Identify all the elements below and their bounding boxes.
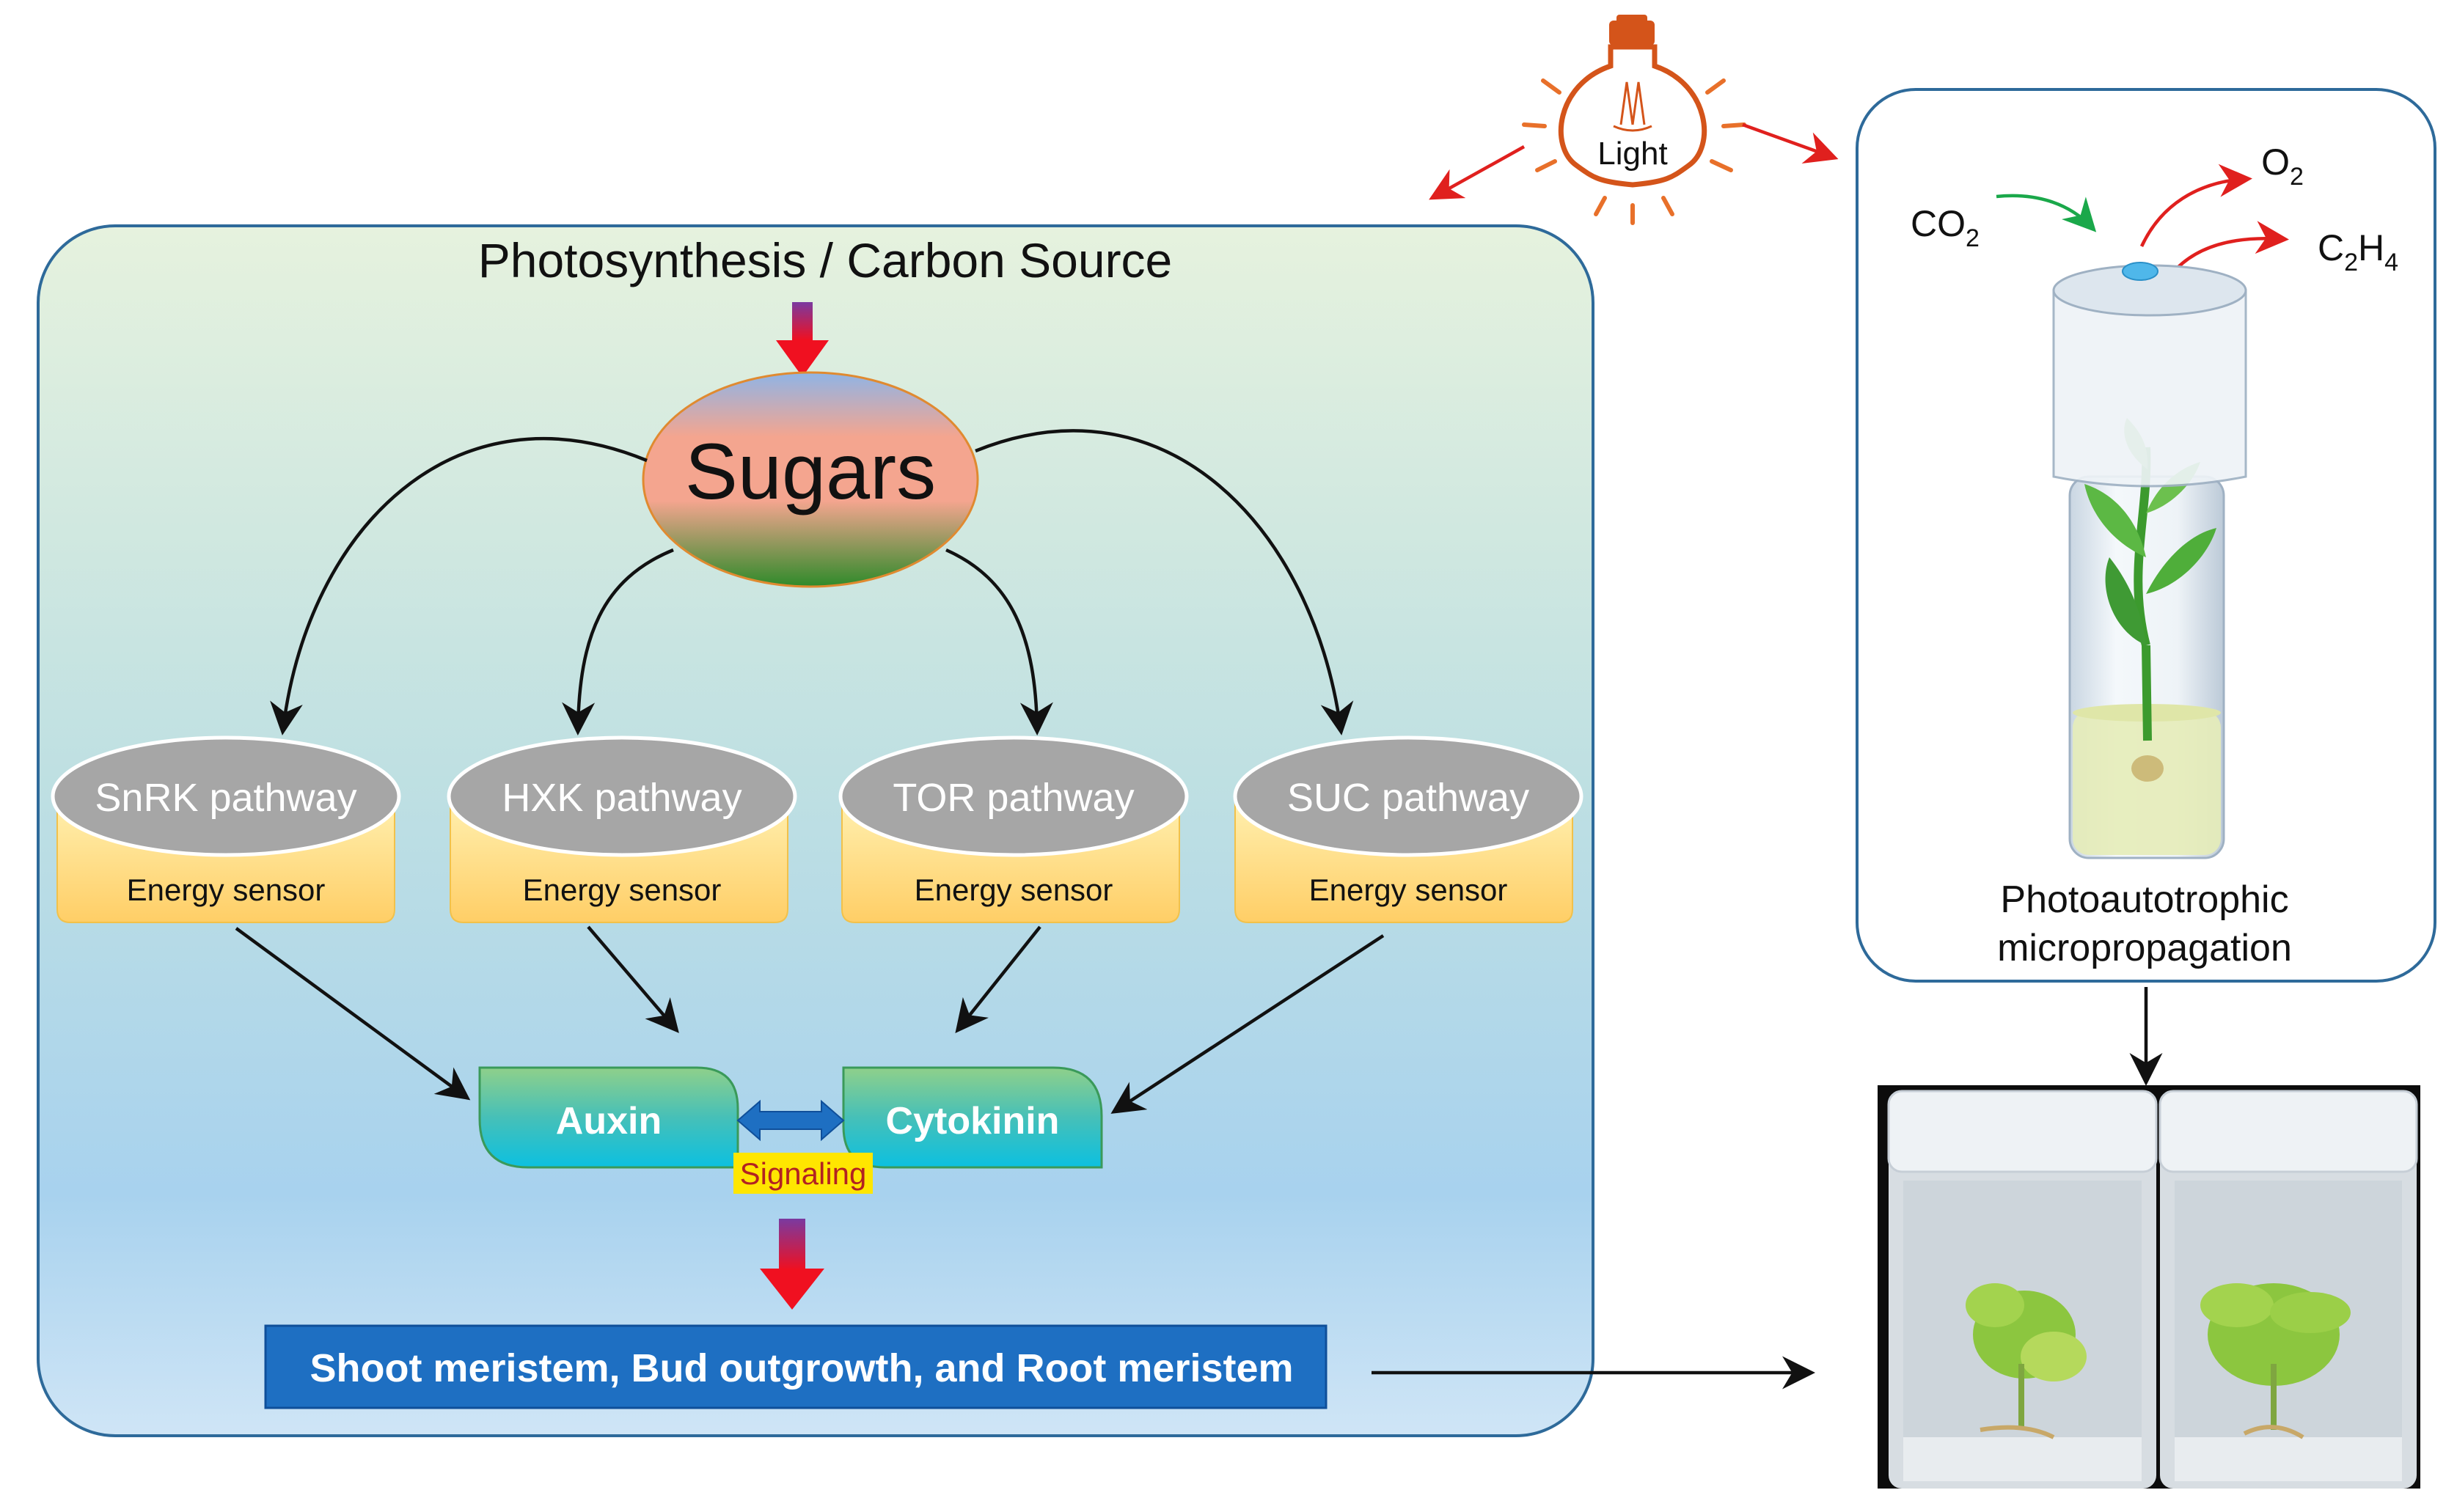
carbon-to-sugar-arrow [776,302,829,377]
c2h4-s1: 2 [2344,249,2358,276]
light-arrow-left [1429,145,1526,200]
co2-base: CO [1911,203,1966,244]
pathway-tor: TOR pathway Energy sensor [838,735,1189,923]
pathway-name: HXK pathway [502,776,742,820]
outcome-label: Shoot meristem, Bud outgrowth, and Root … [310,1346,1293,1390]
sugars-hub [642,371,979,588]
arrow-tor-to-cytokinin [955,925,1041,1034]
auxin-label: Auxin [556,1100,662,1142]
co2-sub: 2 [1966,224,1980,252]
auxin-box: Auxin [478,1066,739,1169]
culture-tube-icon [2052,262,2247,859]
pathway-name: SUC pathway [1287,776,1529,820]
cytokinin-box: Cytokinin [842,1066,1103,1169]
hormone-to-outcome-arrow [760,1219,824,1310]
arrow-sugar-to-snrk [270,437,648,735]
pathway-name: TOR pathway [893,776,1134,820]
o2-out-arrow [2139,164,2252,247]
pathway-sensor: Energy sensor [127,873,326,907]
pathway-name: SnRK pathway [95,776,356,820]
arrow-snrk-to-auxin [235,927,471,1101]
main-panel [37,224,1594,1437]
co2-in-arrow [1996,194,2097,232]
pathway-snrk: SnRK pathway Energy sensor [51,735,401,923]
light-bulb-icon [1522,15,1746,225]
arrow-hxk-to-auxin [587,925,679,1033]
o2-label: O2 [2261,142,2304,191]
outcome-box [264,1324,1328,1409]
pathway-sensor: Energy sensor [915,873,1113,907]
pathway-sensor: Energy sensor [523,873,722,907]
co2-label: CO2 [1911,203,1980,252]
pathway-suc: SUC pathway Energy sensor [1233,735,1583,923]
c2h4-p2: H [2358,227,2384,268]
light-arrow-right [1742,122,1839,164]
signaling-label: Signaling [740,1156,867,1191]
c2h4-label: C2H4 [2318,227,2398,276]
culture-boxes-photo [1878,1085,2420,1489]
c2h4-s2: 4 [2384,249,2398,276]
sugars-label: Sugars [685,427,936,515]
o2-base: O [2261,142,2290,183]
arrow-suc-to-cytokinin [1110,934,1385,1114]
arrow-sugar-to-suc [975,429,1354,735]
signaling-double-arrow [736,1099,845,1142]
micropropagation-label-1: Photoautotrophic [2000,878,2288,921]
arrow-sugar-to-hxk [562,548,674,735]
pathway-hxk: HXK pathway Energy sensor [447,735,797,923]
c2h4-p1: C [2318,227,2344,268]
arrow-sugar-to-tor [945,548,1053,735]
signaling-label-bg [733,1153,873,1194]
c2h4-out-arrow [2175,221,2289,270]
o2-sub: 2 [2290,163,2304,191]
panel-title: Photosynthesis / Carbon Source [478,233,1173,287]
pathway-sensor: Energy sensor [1309,873,1508,907]
cytokinin-label: Cytokinin [886,1100,1060,1142]
micropropagation-label-2: micropropagation [1997,927,2292,969]
light-label: Light [1597,136,1667,172]
